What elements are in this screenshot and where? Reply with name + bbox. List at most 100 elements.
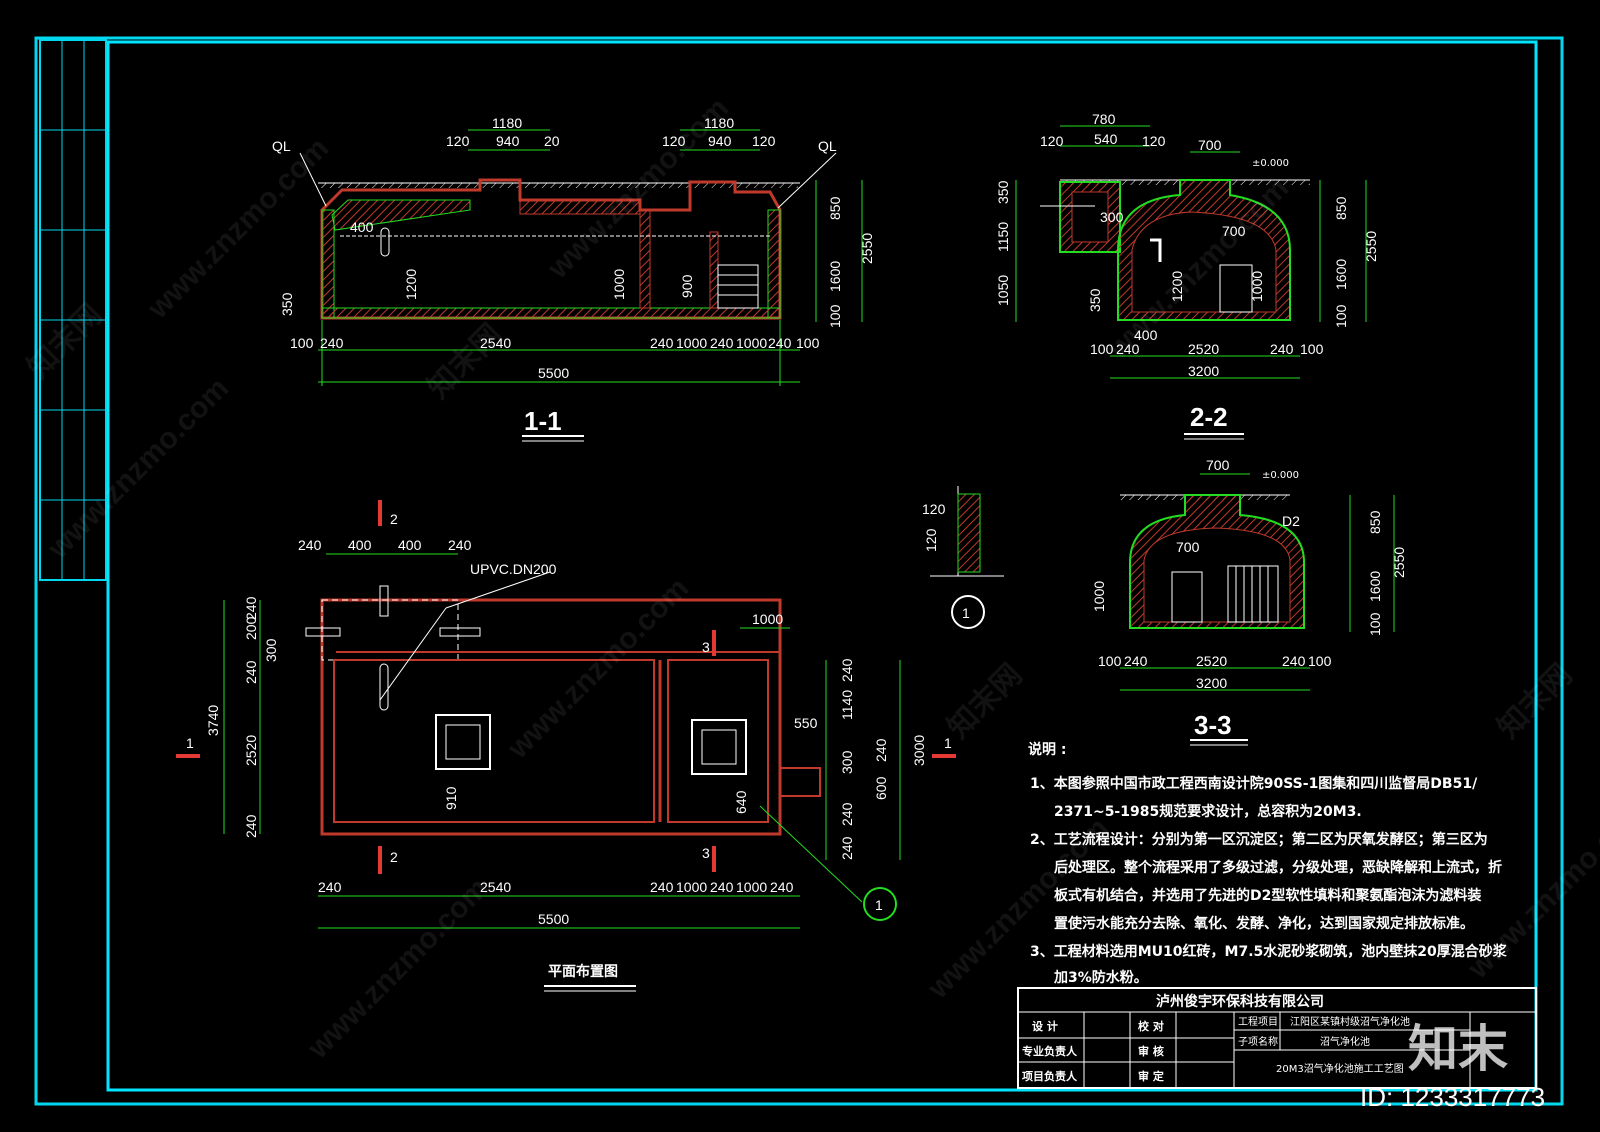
tb-project-label: 工程项目 xyxy=(1238,1016,1278,1028)
section-1-1: QL QL 1180 940 120 20 1180 940 120 120 1… xyxy=(272,115,875,442)
inner-frame xyxy=(106,40,1538,1092)
dim-100-b: 100 xyxy=(1333,304,1349,328)
section-2-2: 780 540 120 120 700 ±0.000 350 1150 1050… xyxy=(995,111,1379,440)
plan-left-200: 200 xyxy=(243,616,259,640)
level-0-b: ±0.000 xyxy=(1262,470,1299,481)
tb-row3-b: 审 定 xyxy=(1138,1069,1164,1083)
dim-700-b: 700 xyxy=(1222,223,1246,239)
dim-1180-left: 1180 xyxy=(492,115,522,131)
dim-400-b: 400 xyxy=(1134,327,1158,343)
plan-right-3000: 3000 xyxy=(911,735,927,766)
label-ql-left: QL xyxy=(272,138,291,154)
dim-100: 100 xyxy=(827,304,843,328)
dim-3b-100-b: 100 xyxy=(1308,653,1332,669)
tb-row2-b: 审 核 xyxy=(1138,1044,1164,1058)
dim-1050: 1050 xyxy=(995,275,1011,306)
dim-b-100-a: 100 xyxy=(290,335,314,351)
tb-row1-a: 设 计 xyxy=(1032,1019,1058,1033)
plan-top-240-b: 240 xyxy=(448,537,472,553)
dim-b-240-d: 240 xyxy=(768,335,792,351)
plan-right-240-b: 240 xyxy=(873,738,889,762)
dim-3-850: 850 xyxy=(1367,510,1383,534)
watermark-cn-2: 知末网 xyxy=(422,318,509,405)
dim-400: 400 xyxy=(350,219,374,235)
plan-b-240-d: 240 xyxy=(770,879,794,895)
watermark-cn-3: 知末网 xyxy=(942,658,1029,745)
dim-2b-2520: 2520 xyxy=(1188,341,1219,357)
plan-right-1140: 1140 xyxy=(839,690,855,720)
dim-1180-right: 1180 xyxy=(704,115,734,131)
plan-detail-marker: 1 xyxy=(875,897,883,913)
dim-780: 780 xyxy=(1092,111,1116,127)
cut-marker-3-top: 3 xyxy=(702,639,710,655)
plan-dim-1000: 1000 xyxy=(752,611,783,627)
level-0: ±0.000 xyxy=(1252,158,1289,169)
plan-left-240-c: 240 xyxy=(243,814,259,838)
plan-top-240-a: 240 xyxy=(298,537,322,553)
tb-drawing-name: 20M3沼气净化池施工工艺图 xyxy=(1276,1062,1404,1075)
dim-120-a: 120 xyxy=(1040,133,1064,149)
dim-350-a: 350 xyxy=(995,180,1011,204)
plan-right-300: 300 xyxy=(839,750,855,774)
note-line-8: 加3%防水粉。 xyxy=(1053,969,1148,986)
tb-row1-b: 校 对 xyxy=(1138,1019,1164,1033)
plan-left-240-a: 240 xyxy=(243,596,259,620)
section-title-2-2: 2-2 xyxy=(1190,402,1228,432)
plan-title: 平面布置图 xyxy=(548,963,618,980)
plan-left-300: 300 xyxy=(263,638,279,662)
note-line-7: 3、工程材料选用MU10红砖，M7.5水泥砂浆砌筑，池内壁抹20厚混合砂浆 xyxy=(1030,943,1508,960)
tb-subitem-label: 子项名称 xyxy=(1238,1035,1278,1048)
dim-1000: 1000 xyxy=(611,269,627,300)
dim-3b-240-a: 240 xyxy=(1124,653,1148,669)
note-line-6: 置使污水能充分去除、氧化、发酵、净化，达到国家规定排放标准。 xyxy=(1054,915,1474,932)
plan-detail-circle xyxy=(863,887,897,921)
dim-3b-100-a: 100 xyxy=(1098,653,1122,669)
footer-id: ID: 1233317773 xyxy=(1360,1082,1545,1112)
pipe-label: UPVC.DN200 xyxy=(470,561,557,577)
detail-marker: 1 xyxy=(962,605,970,621)
plan-right-600: 600 xyxy=(873,776,889,800)
detail-dim-120-a: 120 xyxy=(922,501,946,517)
dim-b-240-c: 240 xyxy=(710,335,734,351)
watermark-5: www.znzmo.com xyxy=(301,872,495,1066)
dim-2b-240-b: 240 xyxy=(1270,341,1294,357)
label-ql-right: QL xyxy=(818,138,837,154)
cut-marker-3-bottom: 3 xyxy=(702,845,710,861)
plan-b-240-a: 240 xyxy=(318,879,342,895)
detail-circle xyxy=(951,595,985,629)
plan-left-240-b: 240 xyxy=(243,660,259,684)
dim-b-240-b: 240 xyxy=(650,335,674,351)
plan-top-400-a: 400 xyxy=(348,537,372,553)
plan-b-1000-b: 1000 xyxy=(736,879,767,895)
dim-3b-3200: 3200 xyxy=(1196,675,1227,691)
dim-3-1600: 1600 xyxy=(1367,571,1383,602)
dim-540: 540 xyxy=(1094,131,1118,147)
plan-b-240-c: 240 xyxy=(710,879,734,895)
dim-1200: 1200 xyxy=(403,269,419,300)
detail-dim-120-b: 120 xyxy=(923,528,939,552)
plan-left-2520: 2520 xyxy=(243,735,259,766)
plan-total-5500: 5500 xyxy=(538,911,569,927)
label-d2: D2 xyxy=(1282,513,1300,529)
dim-3b-240-b: 240 xyxy=(1282,653,1306,669)
dim-b-240-a: 240 xyxy=(320,335,344,351)
plan-right-240-c: 240 xyxy=(839,802,855,826)
dim-3-100: 100 xyxy=(1367,612,1383,636)
dim-b-2540: 2540 xyxy=(480,335,511,351)
tb-row3-a: 项目负责人 xyxy=(1022,1069,1078,1083)
plan-dim-550: 550 xyxy=(794,715,818,731)
plan-right-240-a: 240 xyxy=(839,658,855,682)
dim-2b-240-a: 240 xyxy=(1116,341,1140,357)
cut-marker-1-left: 1 xyxy=(186,735,194,751)
note-line-5: 板式有机结合，并选用了先进的D2型软性填料和聚氨酯泡沫为滤料装 xyxy=(1054,887,1482,904)
cut-marker-2-top: 2 xyxy=(390,511,398,527)
dim-1000-b: 1000 xyxy=(1249,271,1265,302)
dim-2b-100-b: 100 xyxy=(1300,341,1324,357)
dim-850-b: 850 xyxy=(1333,196,1349,220)
outer-frame xyxy=(34,36,1564,1106)
watermark-2: www.znzmo.com xyxy=(541,92,735,286)
side-strip xyxy=(39,39,107,581)
cut-marker-1-right: 1 xyxy=(944,735,952,751)
cut-marker-2-bottom: 2 xyxy=(390,849,398,865)
